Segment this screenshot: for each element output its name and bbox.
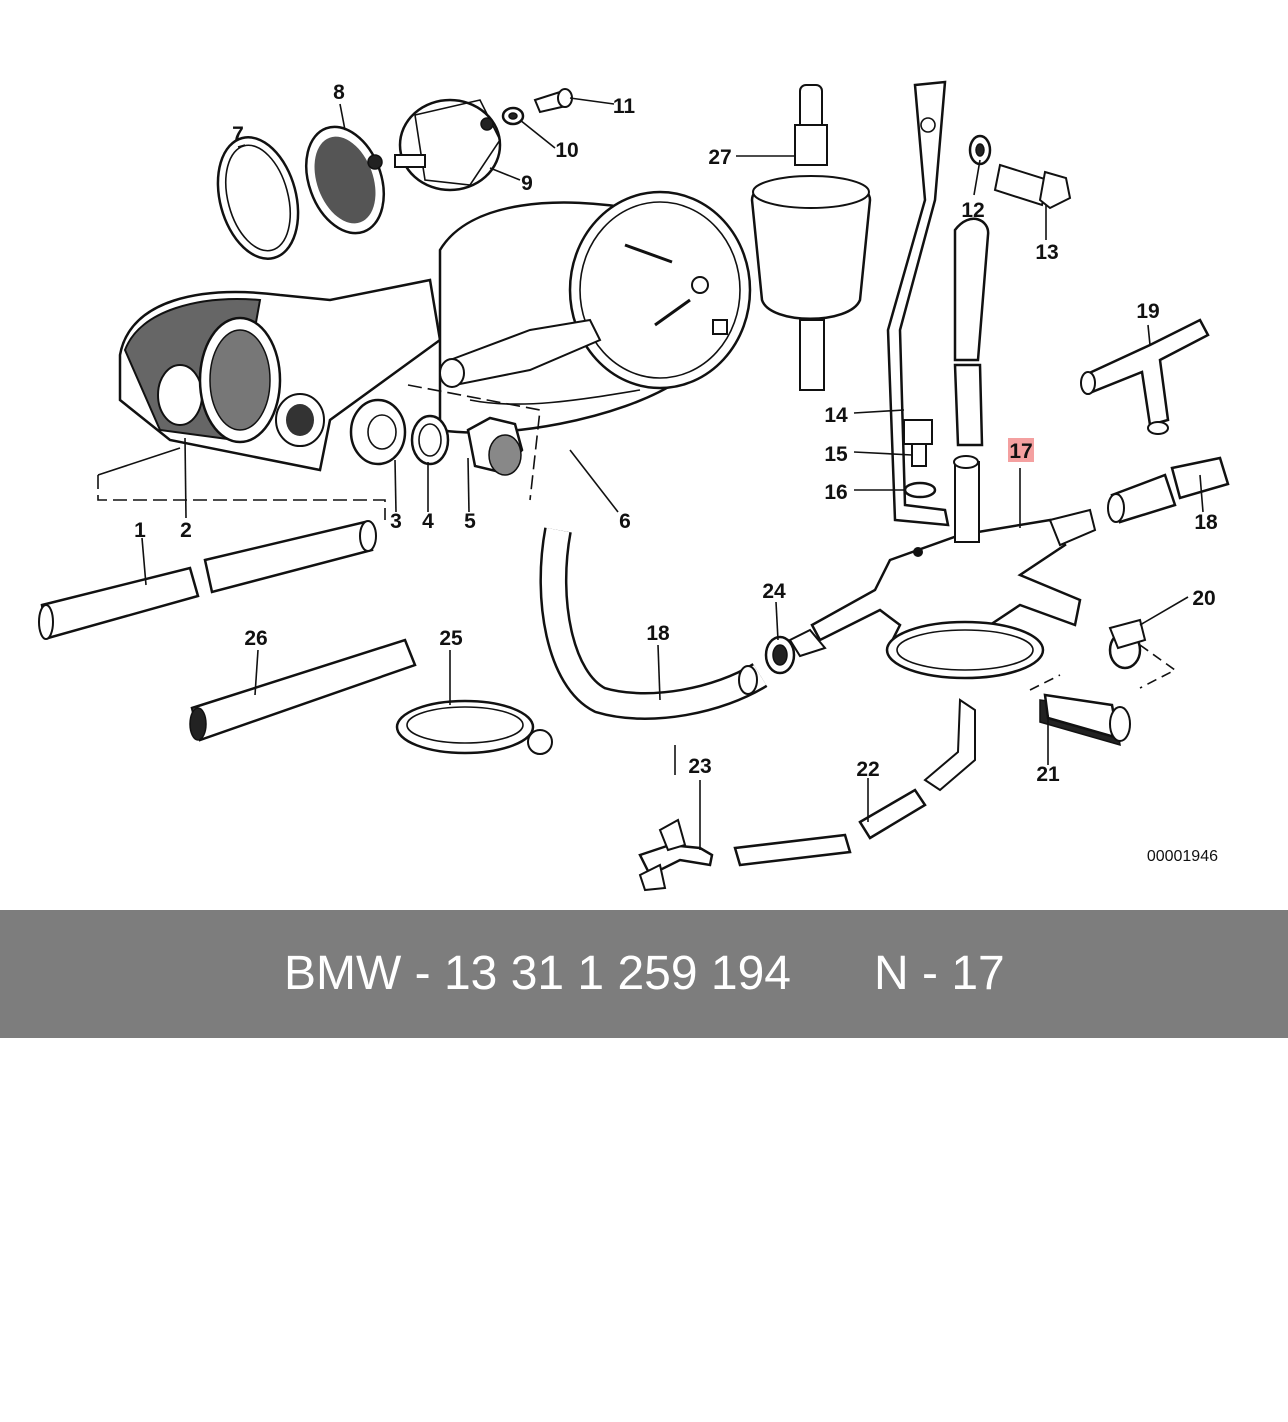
label-4: 4 (422, 510, 434, 533)
label-20: 20 (1192, 587, 1215, 610)
part-11-screw (533, 88, 573, 114)
part-6-pump-cylinder (438, 190, 752, 434)
label-1: 1 (134, 519, 146, 542)
drawing-code: 00001946 (1147, 848, 1218, 865)
label-24: 24 (762, 580, 786, 603)
part-4-circlip (410, 414, 450, 466)
label-9: 9 (521, 172, 533, 195)
part-19-t-connector (1080, 318, 1210, 435)
part-1-hose (38, 520, 377, 640)
label-2: 2 (180, 519, 192, 542)
label-18-right: 18 (1194, 511, 1218, 534)
part-16-washer (903, 481, 937, 499)
part-27-fuel-filter (750, 84, 872, 391)
label-13: 13 (1035, 241, 1058, 264)
label-11: 11 (613, 95, 636, 118)
label-10: 10 (555, 139, 578, 162)
part-7-o-ring (216, 136, 300, 260)
part-9-cover (394, 98, 502, 192)
footer-reference: N - 17 (874, 947, 1005, 1000)
leader-lines (141, 97, 1204, 850)
part-labels: 1 2 3 4 5 6 7 8 9 10 11 12 13 14 15 16 1… (134, 81, 1218, 865)
label-26: 26 (244, 627, 267, 650)
part-8-strainer (305, 125, 385, 235)
label-23: 23 (688, 755, 711, 778)
part-17-pressure-regulator (788, 455, 1097, 792)
part-21-hose (1039, 693, 1131, 747)
part-23-y-connector (638, 745, 852, 892)
highlight-17 (1008, 438, 1034, 462)
label-19: 19 (1136, 300, 1159, 323)
label-12: 12 (961, 199, 984, 222)
label-27: 27 (708, 146, 731, 169)
label-25: 25 (439, 627, 463, 650)
part-20-clamp (1108, 618, 1147, 670)
part-18-hose-curved (539, 527, 768, 720)
part-26-hose (189, 638, 417, 742)
part-12-washer (968, 134, 992, 166)
label-15: 15 (824, 443, 848, 466)
part-hose-vertical (953, 217, 990, 447)
label-6: 6 (619, 510, 631, 533)
label-5: 5 (464, 510, 476, 533)
part-13-bolt (993, 163, 1072, 210)
label-7: 7 (232, 123, 244, 146)
footer-part-number: BMW - 13 31 1 259 194 (284, 947, 791, 1000)
footer-bar: BMW - 13 31 1 259 194 N - 17 (0, 910, 1288, 1038)
part-10-washer (501, 106, 525, 126)
parts-diagram: 1 2 3 4 5 6 7 8 9 10 11 12 13 14 15 16 1… (38, 80, 1230, 892)
part-5-nut (466, 416, 524, 476)
label-22: 22 (856, 758, 879, 781)
label-18-left: 18 (646, 622, 670, 645)
label-17: 17 (1009, 440, 1032, 463)
label-8: 8 (333, 81, 345, 104)
part-pump-housing (118, 278, 442, 472)
part-25-clamp (395, 699, 553, 755)
label-3: 3 (390, 510, 402, 533)
footer-caption: BMW - 13 31 1 259 194 N - 17 (0, 910, 1288, 1038)
part-22-hose (858, 788, 927, 840)
part-14-bracket (886, 80, 950, 527)
label-16: 16 (824, 481, 847, 504)
part-3-bushing (349, 398, 407, 466)
label-21: 21 (1036, 763, 1060, 786)
part-15-bolt (903, 419, 933, 467)
label-14: 14 (824, 404, 848, 427)
part-24-clamp (764, 635, 796, 675)
